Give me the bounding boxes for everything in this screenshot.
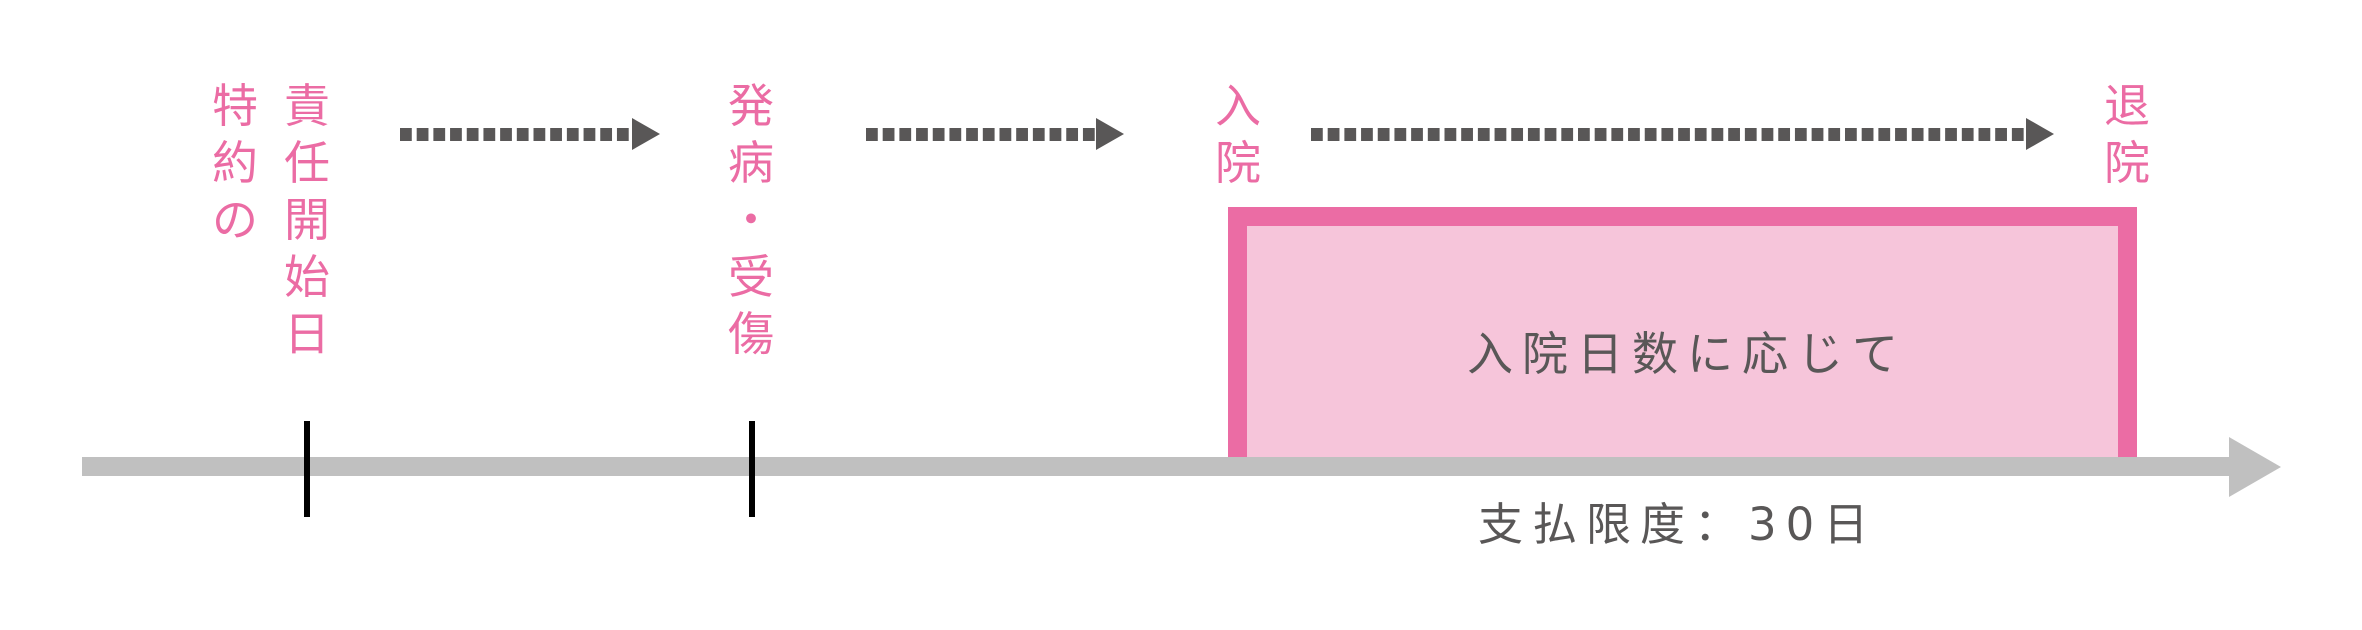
arrowhead-icon (632, 118, 660, 150)
admission-label: 入 院 (1213, 78, 1263, 192)
label-char: 病 (728, 136, 774, 190)
policy-start-label-col2: 責 任 開 始 日 (282, 78, 332, 363)
tick-onset (749, 421, 755, 517)
label-char: 傷 (728, 307, 774, 361)
tick-policy-start (304, 421, 310, 517)
payment-limit-text: 支払限度：30日 (1478, 498, 1878, 551)
label-char: 入 (1215, 79, 1261, 133)
discharge-label: 退 院 (2102, 78, 2152, 192)
label-char: 退 (2104, 79, 2150, 133)
timeline-bar (82, 457, 2232, 476)
label-char: 責 (284, 79, 330, 133)
label-char: 院 (1215, 136, 1261, 190)
label-char: 任 (284, 136, 330, 190)
benefit-period-box: 入院日数に応じて (1228, 207, 2137, 457)
label-char: 特 (212, 79, 258, 133)
label-char: の (212, 193, 258, 247)
label-char: 約 (212, 136, 258, 190)
label-char: 院 (2104, 136, 2150, 190)
label-char: 開 (284, 193, 330, 247)
dotted-line (866, 128, 1098, 141)
label-char: 発 (728, 79, 774, 133)
arrowhead-icon (1096, 118, 1124, 150)
label-char: ・ (728, 193, 774, 247)
label-char: 始 (284, 250, 330, 304)
policy-start-label-col1: 特 約 の (210, 78, 260, 249)
onset-label: 発 病 ・ 受 傷 (726, 78, 776, 363)
label-char: 受 (728, 250, 774, 304)
label-char: 日 (284, 307, 330, 361)
flow-arrow-2 (866, 118, 1126, 154)
benefit-box-text: 入院日数に応じて (1467, 327, 1907, 381)
dotted-line (400, 128, 632, 141)
arrowhead-icon (2026, 118, 2054, 150)
flow-arrow-1 (400, 118, 660, 154)
timeline-arrowhead-icon (2229, 437, 2281, 497)
flow-arrow-3 (1311, 118, 2056, 154)
dotted-line (1311, 128, 2028, 141)
